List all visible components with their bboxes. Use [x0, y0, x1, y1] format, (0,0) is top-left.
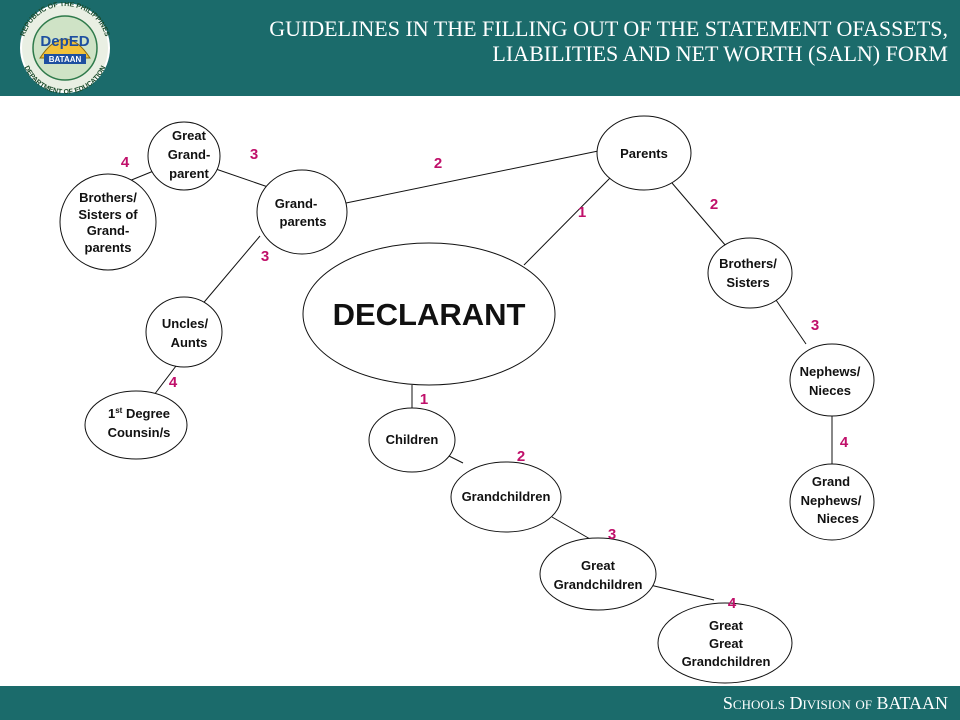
edge-parents-grandparents	[345, 149, 604, 204]
edge-uncles-cousins	[153, 365, 177, 396]
node-label: Sisters of	[78, 207, 138, 222]
node-label: Great	[709, 618, 744, 633]
node-brothers-sisters-of-grandparents: Brothers/ Sisters of Grand- parents	[59, 173, 157, 271]
node-label: Uncles/	[162, 316, 209, 331]
footer-bar: Schools Division of BATAAN	[0, 686, 960, 720]
node-label: Nieces	[809, 383, 851, 398]
edge-brothers-nephews	[775, 299, 807, 345]
edge-great-great-great	[649, 584, 715, 601]
node-grandchildren: Grandchildren	[450, 461, 562, 533]
edge-declarant-parents	[523, 175, 613, 266]
seal-brand-text: DepED	[40, 33, 89, 50]
node-nephews-nieces: Nephews/ Nieces	[789, 343, 875, 417]
node-label: Grandchildren	[682, 654, 771, 669]
node-great-great-grandchildren: Great Great Grandchildren	[657, 602, 793, 684]
degree-number: 1	[420, 391, 428, 408]
node-label: Grandchildren	[554, 577, 643, 592]
node-label: Grand-	[87, 223, 130, 238]
edge-parents-brothers	[671, 182, 727, 247]
page-title: GUIDELINES IN THE FILLING OUT OF THE STA…	[128, 16, 948, 66]
node-label: parents	[280, 214, 327, 229]
node-label: Great	[709, 636, 744, 651]
node-brothers-sisters: Brothers/ Sisters	[707, 237, 793, 309]
node-label: Aunts	[171, 335, 208, 350]
node-children: Children	[368, 407, 456, 473]
node-label: Great	[172, 128, 207, 143]
page-title-line2: LIABILITIES AND NET WORTH (SALN) FORM	[492, 41, 948, 66]
deped-seal-icon: REPUBLIC OF THE PHILIPPINES DEPARTMENT O…	[20, 2, 111, 94]
node-declarant: DECLARANT	[302, 242, 556, 386]
degree-number: 3	[811, 317, 819, 334]
degree-number: 4	[121, 154, 130, 171]
degree-number: 3	[608, 526, 616, 543]
node-uncles-aunts: Uncles/ Aunts	[145, 296, 223, 368]
node-label: Great	[581, 558, 616, 573]
node-label: Nephews/	[801, 493, 862, 508]
node-first-degree-cousins: 1st Degree Counsin/s	[84, 390, 188, 460]
degree-number: 3	[261, 248, 269, 265]
node-grandparents: Grand- parents	[256, 169, 348, 255]
node-label: Counsin/s	[108, 425, 171, 440]
node-label: Brothers/	[79, 190, 137, 205]
degree-number: 3	[250, 146, 258, 163]
node-great-grandparent: Great Grand- parent	[147, 121, 221, 191]
node-label: Parents	[620, 146, 668, 161]
node-great-grandchildren: Great Grandchildren	[539, 537, 657, 611]
node-label: parent	[169, 166, 209, 181]
header-bar: REPUBLIC OF THE PHILIPPINES DEPARTMENT O…	[0, 0, 960, 96]
seal-banner-text: BATAAN	[49, 55, 82, 64]
node-grand-nephews-nieces: Grand Nephews/ Nieces	[789, 463, 875, 541]
node-label: Nephews/	[800, 364, 861, 379]
degree-number: 2	[517, 448, 525, 465]
degree-number: 2	[710, 196, 718, 213]
connector-lines	[123, 149, 833, 601]
node-label: Sisters	[726, 275, 769, 290]
node-label: Grand	[812, 474, 850, 489]
edge-grandparents-uncles	[199, 235, 261, 308]
node-label: Brothers/	[719, 256, 777, 271]
node-parents: Parents	[596, 115, 692, 191]
degree-number: 2	[434, 155, 442, 172]
node-label: Grand-	[168, 147, 211, 162]
degree-number: 4	[840, 434, 849, 451]
degree-number: 4	[728, 595, 737, 612]
node-label: Grand-	[275, 196, 318, 211]
node-label: Nieces	[817, 511, 859, 526]
footer-text: Schools Division of BATAAN	[722, 693, 948, 713]
page-title-line1: GUIDELINES IN THE FILLING OUT OF THE STA…	[269, 16, 948, 41]
node-label: parents	[85, 240, 132, 255]
node-label: Grandchildren	[462, 489, 551, 504]
node-label: Children	[386, 432, 439, 447]
declarant-label: DECLARANT	[333, 297, 526, 332]
edge-grandparents-great-grandparent	[209, 166, 269, 188]
degree-number: 1	[578, 204, 586, 221]
degree-number: 4	[169, 374, 178, 391]
kinship-diagram: Great Grand- parent Brothers/ Sisters of…	[59, 115, 875, 684]
degree-numbers: 1 2 3 4 3 4 2 3 4 1 2 3 4	[121, 146, 849, 612]
node-label: 1st Degree	[108, 406, 170, 421]
